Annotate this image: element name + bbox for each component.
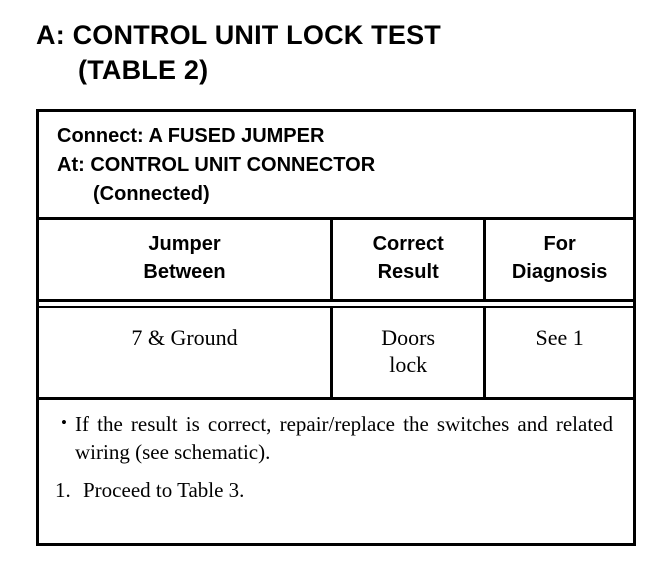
note-number-label: 1. (55, 478, 71, 503)
notes-block: • If the result is correct, repair/repla… (39, 400, 633, 505)
column-header-correct-result-line1: Correct (372, 233, 444, 255)
connect-line: Connect: A FUSED JUMPER (57, 125, 325, 147)
test-table: Connect: A FUSED JUMPER At: CONTROL UNIT… (36, 109, 636, 546)
note-numbered-text: Proceed to Table 3. (83, 478, 245, 503)
at-line: At: CONTROL UNIT CONNECTOR (57, 154, 376, 176)
divider-notes (39, 396, 633, 400)
column-header-correct-result: Correct Result (330, 220, 483, 299)
cell-correct-result: Doors lock (330, 307, 483, 397)
divider-header (39, 217, 633, 220)
cell-for-diagnosis: See 1 (483, 307, 633, 397)
cell-correct-result-line2: lock (389, 352, 428, 378)
cell-jumper-between: 7 & Ground (131, 324, 238, 350)
column-header-for-diagnosis-line1: For (543, 233, 576, 255)
connection-state: (Connected) (93, 183, 210, 205)
column-header-correct-result-line2: Result (377, 261, 439, 284)
divider-columns (39, 298, 633, 302)
note-bullet-text: If the result is correct, repair/replace… (75, 411, 613, 465)
bullet-icon: • (61, 412, 67, 432)
cell-correct-result-line1: Doors (381, 324, 436, 350)
note-numbered-item: 1. Proceed to Table 3. (53, 476, 619, 504)
column-header-for-diagnosis: For Diagnosis (483, 220, 633, 299)
page-title-line-2: (TABLE 2) (78, 54, 209, 85)
table-header-block: Connect: A FUSED JUMPER At: CONTROL UNIT… (39, 112, 633, 217)
note-bullet-item: • If the result is correct, repair/repla… (53, 410, 619, 467)
page-title: A: CONTROL UNIT LOCK TEST (TABLE 2) (36, 18, 636, 87)
column-header-for-diagnosis-line2: Diagnosis (511, 261, 608, 284)
column-header-jumper-between-line1: Jumper (148, 233, 221, 255)
divider-columns-double (39, 305, 633, 308)
table-row: 7 & Ground Doors lock See 1 (39, 307, 633, 397)
column-header-jumper-between: Jumper Between (39, 220, 330, 299)
page-title-line-1: A: CONTROL UNIT LOCK TEST (36, 20, 441, 50)
column-header-jumper-between-line2: Between (143, 261, 226, 284)
column-header-row: Jumper Between Correct Result For Diagno… (39, 220, 633, 299)
